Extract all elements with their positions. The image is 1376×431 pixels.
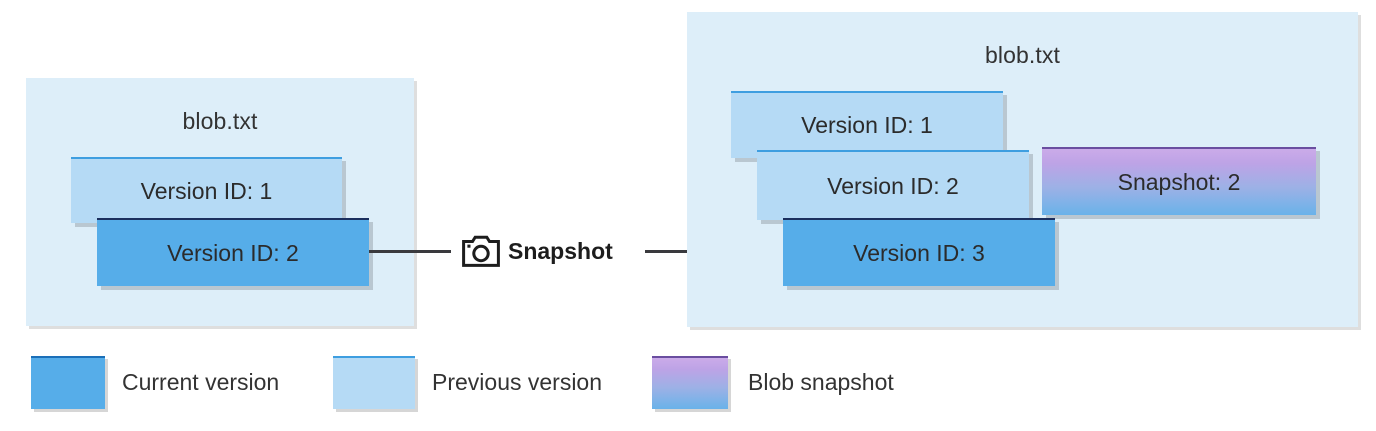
left-version-box-2-label: Version ID: 2 [167, 239, 299, 266]
right-snapshot-box: Snapshot: 2 [1042, 147, 1316, 215]
snapshot-transition-label: Snapshot [508, 238, 613, 264]
camera-icon [462, 234, 500, 268]
left-version-box-1: Version ID: 1 [71, 157, 342, 223]
right-version-box-1: Version ID: 1 [731, 91, 1003, 158]
right-snapshot-box-label: Snapshot: 2 [1117, 168, 1241, 195]
legend-label-blob-snapshot: Blob snapshot [748, 369, 894, 395]
right-version-box-3: Version ID: 3 [783, 218, 1055, 286]
left-version-box-2: Version ID: 2 [97, 218, 369, 286]
connector-line-left [369, 250, 451, 253]
legend-label-current-version: Current version [122, 369, 280, 395]
right-panel-title: blob.txt [985, 42, 1060, 68]
left-panel-title: blob.txt [182, 108, 258, 134]
right-version-box-2-label: Version ID: 2 [827, 172, 959, 199]
legend-swatch-current-version [31, 356, 105, 409]
legend-swatch-blob-snapshot [652, 356, 728, 409]
right-version-box-1-label: Version ID: 1 [801, 112, 933, 138]
legend-label-previous-version: Previous version [432, 369, 603, 395]
right-version-box-3-label: Version ID: 3 [853, 239, 985, 266]
legend-swatch-previous-version [333, 356, 415, 409]
right-version-box-2: Version ID: 2 [757, 150, 1029, 220]
left-version-box-1-label: Version ID: 1 [140, 177, 273, 204]
